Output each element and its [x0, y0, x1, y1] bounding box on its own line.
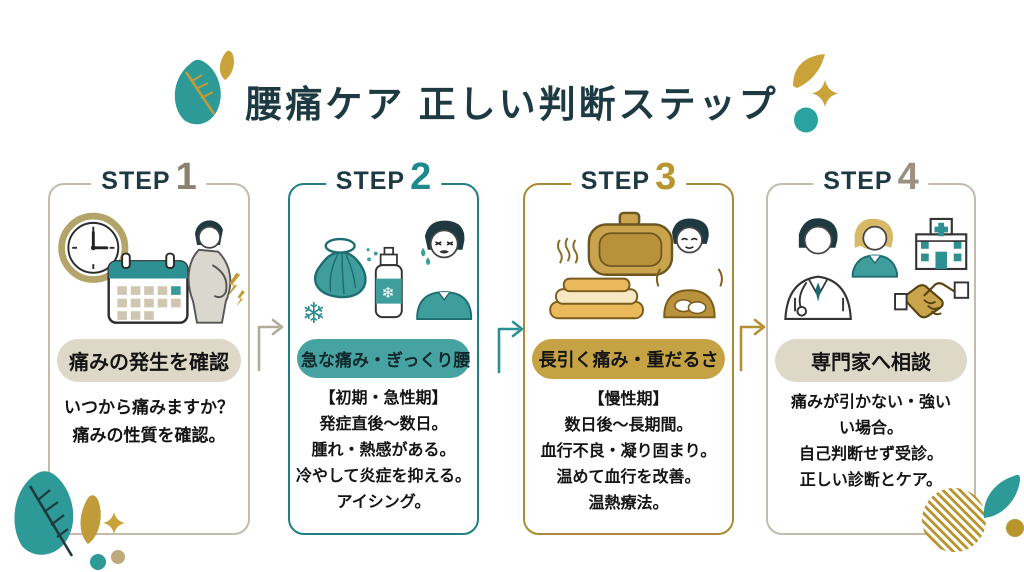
- step3-label: STEP: [580, 167, 651, 195]
- step3-card: STEP 3: [523, 158, 734, 535]
- page-title: 腰痛ケア 正しい判断ステップ: [245, 84, 779, 125]
- svg-text:❄: ❄: [382, 285, 395, 302]
- desc-line: い場合。: [838, 419, 903, 437]
- desc-line: 痛みの性質を確認。: [72, 425, 226, 445]
- step3-header: STEP 3: [570, 156, 687, 198]
- step2-card: STEP 2 ❄ ❄: [288, 158, 479, 535]
- step1-card: STEP 1: [48, 158, 250, 535]
- step4-number: 4: [897, 156, 919, 198]
- cold-spray-icon: ❄: [374, 246, 403, 319]
- step4-header: STEP 4: [813, 156, 929, 198]
- desc-line: 痛みが引かない・強い: [790, 394, 951, 411]
- dot-icon: [794, 107, 818, 133]
- step2-number: 2: [410, 156, 432, 198]
- step3-badge: 長引く痛み・重だるさ: [532, 339, 725, 379]
- hatched-circle-icon: [922, 488, 986, 552]
- step1-header: STEP 1: [91, 156, 207, 198]
- step1-illustration: [53, 203, 245, 333]
- desc-line: アイシング。: [336, 493, 431, 511]
- step4-card: STEP 4: [766, 158, 976, 535]
- step1-badge: 痛みの発生を確認: [57, 339, 241, 382]
- step4-badge: 専門家へ相談: [775, 339, 967, 382]
- step1-label: STEP: [101, 167, 171, 195]
- step2-badge: 急な痛み・ぎっくり腰: [297, 339, 470, 378]
- sparkle-icon: [812, 80, 838, 107]
- step3-number: 3: [655, 156, 677, 198]
- step3-description: 【慢性期】 数日後〜長期間。 血行不良・凝り固まり。 温めて血行を改善。 温熱療…: [541, 387, 717, 517]
- step3-to-step4-arrow: [734, 318, 770, 377]
- step2-header: STEP 2: [325, 156, 442, 198]
- desc-line: 【初期・急性期】: [319, 390, 448, 407]
- step2-illustration: ❄ ❄: [292, 203, 475, 333]
- nurse-icon: [851, 218, 898, 278]
- clock-icon: [58, 212, 129, 283]
- step1-to-step2-arrow: [252, 318, 288, 377]
- title-accent-decoration-right: [793, 54, 838, 133]
- leaf-icon: [983, 474, 1020, 518]
- desc-line: いつから痛みますか？: [64, 398, 234, 417]
- desc-line: 冷やして炎症を抑える。: [295, 467, 472, 485]
- desc-line: 正しい診断とケア。: [799, 471, 943, 489]
- hot-water-bottle-icon: [587, 211, 674, 276]
- steam-icon: [556, 237, 579, 264]
- step1-description: いつから痛みますか？ 痛みの性質を確認。: [64, 394, 234, 449]
- pain-flash-icon: [226, 272, 245, 307]
- step3-illustration: [527, 203, 730, 333]
- step2-description: 【初期・急性期】 発症直後〜数日。 腫れ・熱感がある。 冷やして炎症を抑える。 …: [296, 386, 471, 516]
- ice-bag-icon: [314, 237, 367, 299]
- step4-illustration: [770, 203, 972, 333]
- step4-label: STEP: [823, 167, 893, 195]
- relieved-person-icon: [655, 218, 723, 319]
- desc-line: 数日後〜長期間。: [564, 416, 693, 434]
- desc-line: 温熱療法。: [588, 494, 669, 512]
- step4-description: 痛みが引かない・強い い場合。 自己判断せず受診。 正しい診断とケア。: [791, 390, 951, 494]
- desc-line: 自己判断せず受診。: [798, 445, 943, 463]
- title-leaf-decoration-left: [174, 50, 234, 125]
- gold-dot-icon: [1006, 519, 1024, 537]
- desc-line: 血行不良・凝り固まり。: [540, 442, 717, 460]
- handshake-icon: [894, 281, 970, 319]
- hospital-icon: [915, 217, 968, 271]
- calendar-icon: [107, 252, 189, 324]
- desc-line: 腫れ・熱感がある。: [311, 441, 456, 459]
- snowflake-icon: ❄: [302, 298, 326, 330]
- desc-line: 【慢性期】: [588, 391, 669, 408]
- step1-number: 1: [175, 156, 197, 198]
- warm-towel-icon: [549, 277, 644, 320]
- spray-dots-icon: [366, 248, 378, 262]
- step2-to-step3-arrow: [492, 320, 528, 379]
- desc-line: 温めて血行を改善。: [556, 468, 701, 486]
- doctor-icon: [784, 218, 852, 321]
- grimacing-person-icon: [416, 220, 473, 321]
- person-holding-back-icon: [187, 220, 232, 324]
- step2-label: STEP: [335, 167, 406, 195]
- desc-line: 発症直後〜数日。: [319, 415, 448, 433]
- petal-icon: [793, 54, 825, 88]
- bottom-right-decoration: [918, 468, 1024, 568]
- bottom-left-leaf-decoration: [14, 471, 125, 570]
